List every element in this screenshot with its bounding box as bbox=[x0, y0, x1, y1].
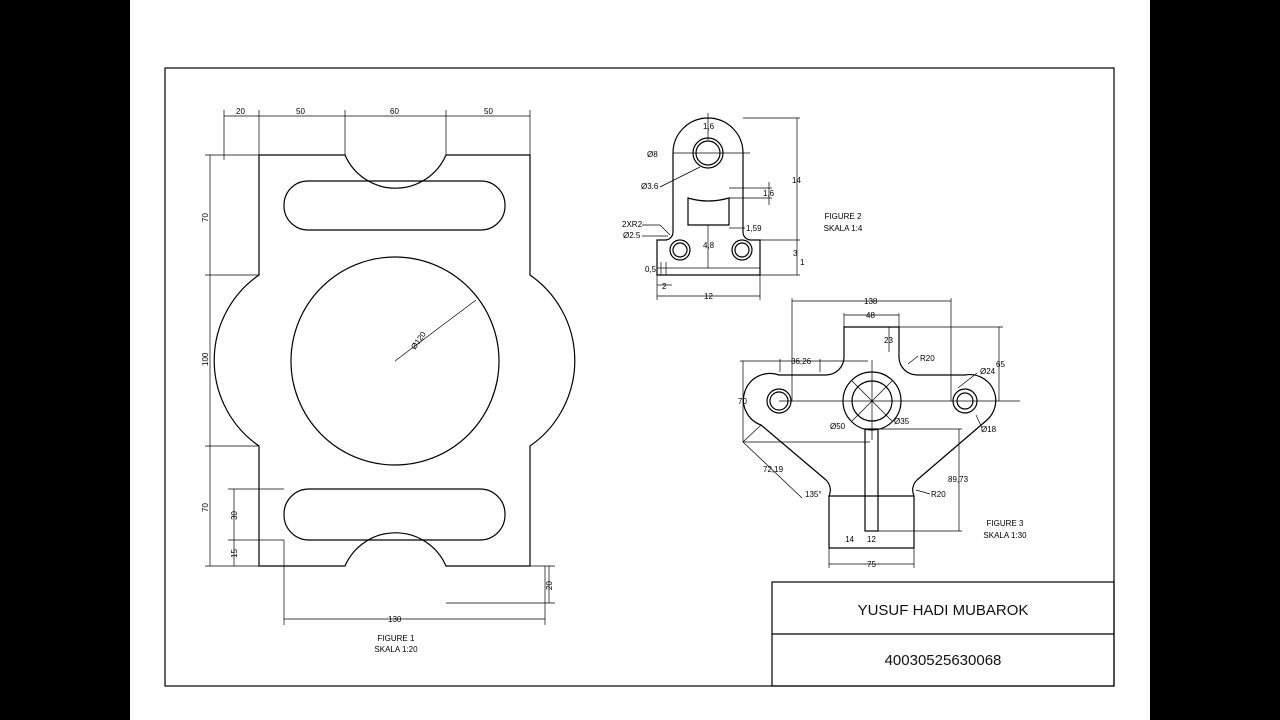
dim-slot-h: 30 bbox=[230, 511, 239, 520]
student-number: 40030525630068 bbox=[885, 652, 1002, 669]
figure-3: 138 48 23 R20 36,26 65 Ø24 70 Ø50 Ø35 Ø1… bbox=[738, 297, 1027, 569]
dim-d-outer: Ø8 bbox=[647, 150, 658, 159]
figure-1: 20 50 60 50 70 100 70 30 15 130 20 Ø120 … bbox=[201, 107, 576, 654]
dim-r-bot: R20 bbox=[931, 490, 946, 499]
sheet-border bbox=[164, 67, 1115, 687]
figure-2: 1,6 Ø8 Ø3.6 1,6 14 2XR2 Ø2.5 1,59 4,8 3 … bbox=[622, 113, 863, 301]
dim-fillet: 2XR2 bbox=[622, 220, 643, 229]
dim-top: 1,6 bbox=[703, 122, 715, 131]
dim-base-thin: 1 bbox=[800, 258, 805, 267]
dim-width: 12 bbox=[704, 292, 713, 301]
dim-top-c: 60 bbox=[390, 107, 399, 116]
dim-lobe: 36,26 bbox=[791, 357, 812, 366]
dim-top-b: 50 bbox=[296, 107, 305, 116]
plate-outline bbox=[213, 154, 576, 567]
dim-bottom-h: 20 bbox=[545, 581, 554, 590]
figure-1-scale: SKALA 1:20 bbox=[374, 645, 418, 654]
dim-d18: Ø18 bbox=[981, 425, 997, 434]
center-hole bbox=[290, 256, 500, 466]
dim-tab-h: 23 bbox=[884, 336, 893, 345]
dim-stem-a: 14 bbox=[845, 535, 854, 544]
figure-3-scale: SKALA 1:30 bbox=[983, 531, 1027, 540]
dim-mid: 4,8 bbox=[703, 241, 715, 250]
dim-width: 138 bbox=[864, 297, 878, 306]
dim-hole-x: 2 bbox=[662, 282, 667, 291]
dim-base: 75 bbox=[867, 560, 876, 569]
dim-d-inner: Ø3.6 bbox=[641, 182, 659, 191]
dim-top-d: 50 bbox=[484, 107, 493, 116]
drawing-sheet bbox=[130, 0, 1150, 720]
dim-d24: Ø24 bbox=[980, 367, 996, 376]
stem bbox=[864, 428, 879, 532]
dim-left-c: 70 bbox=[201, 503, 210, 512]
title-block: YUSUF HADI MUBAROK 40030525630068 bbox=[771, 581, 1115, 687]
dim-offset: 1,59 bbox=[746, 224, 762, 233]
bracket-outline bbox=[656, 117, 761, 276]
figure-2-caption: FIGURE 2 bbox=[825, 212, 862, 221]
dim-d35: Ø35 bbox=[894, 417, 910, 426]
dim-h89: 89,73 bbox=[948, 475, 969, 484]
dim-hole: Ø2.5 bbox=[623, 231, 641, 240]
dim-tab: 48 bbox=[866, 311, 875, 320]
dim-left-b: 100 bbox=[201, 352, 210, 366]
figure-2-scale: SKALA 1:4 bbox=[824, 224, 863, 233]
bracket-outline bbox=[742, 326, 997, 549]
dim-stem-b: 12 bbox=[867, 535, 876, 544]
dim-top-a: 20 bbox=[236, 107, 245, 116]
dim-slot: 1,6 bbox=[763, 189, 775, 198]
dim-angle: 135° bbox=[805, 490, 822, 499]
top-slot bbox=[283, 180, 506, 231]
dim-h70: 70 bbox=[738, 397, 747, 406]
dim-base: 3 bbox=[793, 249, 798, 258]
dim-height: 14 bbox=[792, 176, 801, 185]
dim-left-a: 70 bbox=[201, 213, 210, 222]
author-name: YUSUF HADI MUBAROK bbox=[858, 602, 1029, 619]
dim-d50: Ø50 bbox=[830, 422, 846, 431]
dim-bottom-w: 130 bbox=[388, 615, 402, 624]
dim-r-top: R20 bbox=[920, 354, 935, 363]
figure-1-caption: FIGURE 1 bbox=[378, 634, 415, 643]
dim-slot-off: 15 bbox=[230, 549, 239, 558]
dim-slant: 72,19 bbox=[763, 465, 784, 474]
dim-edge: 0,5 bbox=[645, 265, 657, 274]
slot bbox=[687, 197, 730, 226]
figure-3-caption: FIGURE 3 bbox=[987, 519, 1024, 528]
bottom-slot bbox=[283, 488, 506, 541]
dim-diameter: Ø120 bbox=[409, 330, 428, 352]
dim-height-right: 65 bbox=[996, 360, 1005, 369]
